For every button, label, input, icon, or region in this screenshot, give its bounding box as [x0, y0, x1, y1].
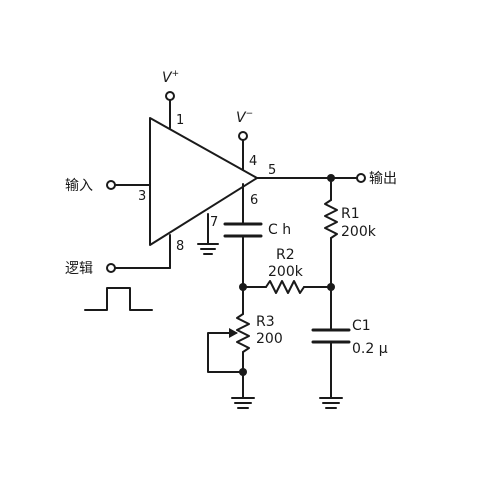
r2-zigzag — [265, 280, 305, 294]
r3-zigzag — [236, 313, 250, 353]
r1-name: R1 — [341, 206, 360, 222]
logic-terminal — [106, 263, 116, 273]
output-terminal — [356, 173, 366, 183]
vplus-terminal — [165, 91, 175, 101]
pin-3-label: 3 — [138, 189, 146, 204]
r3-wiper-arrow — [229, 328, 238, 338]
ch-label: C h — [268, 222, 291, 238]
input-label: 输入 — [65, 178, 93, 194]
c1-ground-symbol — [319, 397, 343, 409]
r1-zigzag — [324, 199, 338, 239]
opamp-triangle — [149, 117, 258, 246]
r3-wiper-wire — [207, 332, 244, 373]
r3-value: 200 — [256, 331, 283, 347]
pin7-ground-symbol — [197, 243, 219, 255]
logic-pulse-waveform — [84, 287, 153, 311]
pin-4-label: 4 — [249, 154, 257, 169]
vminus-label: V− — [236, 109, 253, 126]
vminus-terminal — [238, 131, 248, 141]
input-terminal — [106, 180, 116, 190]
logic-label: 逻辑 — [65, 261, 93, 277]
r2-value: 200k — [268, 264, 304, 280]
pin-5-label: 5 — [268, 163, 276, 178]
r1-value: 200k — [341, 224, 377, 240]
c1-name: C1 — [352, 318, 371, 334]
r3-ground-symbol — [231, 397, 255, 409]
pin-8-label: 8 — [176, 239, 184, 254]
r3-name: R3 — [256, 314, 275, 330]
pin-6-label: 6 — [250, 193, 258, 208]
pin-1-label: 1 — [176, 113, 184, 128]
c1-value: 0.2 μ — [352, 341, 388, 357]
vplus-label: V+ — [162, 69, 179, 86]
output-label: 输出 — [369, 171, 397, 187]
pin-7-label: 7 — [210, 215, 218, 230]
output-node-dot — [327, 174, 335, 182]
r2-name: R2 — [276, 247, 295, 263]
